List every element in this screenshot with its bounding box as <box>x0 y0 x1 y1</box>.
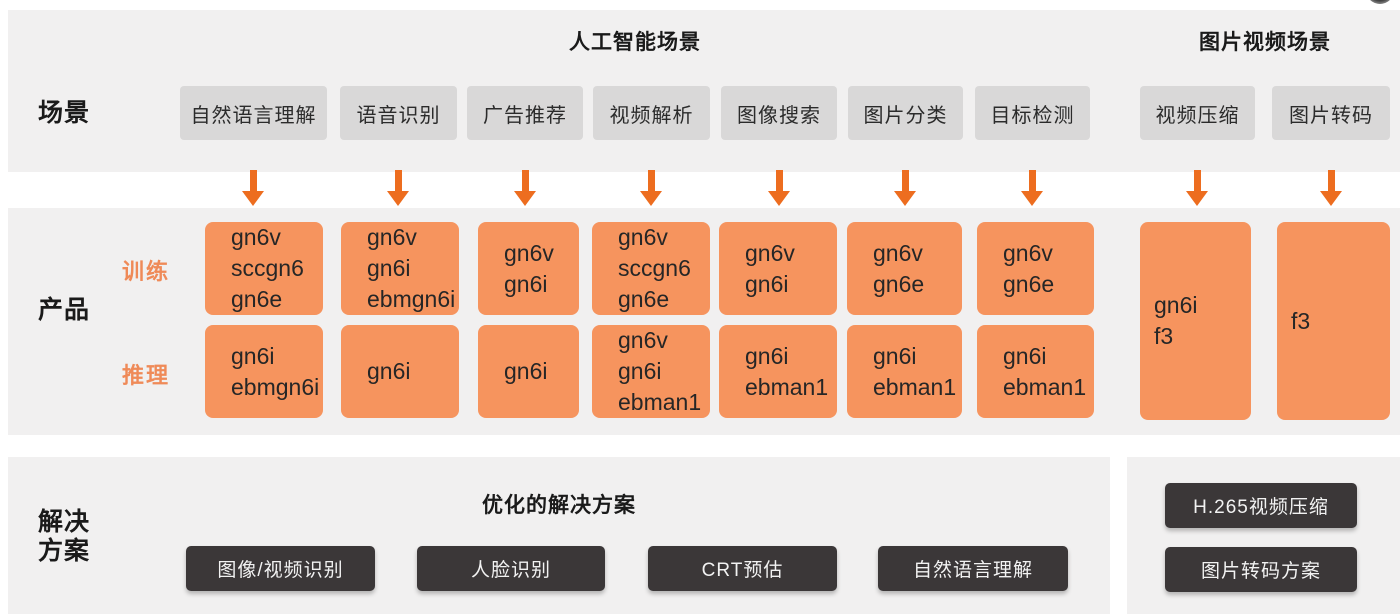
product-box-train: gn6v gn6i <box>478 222 579 315</box>
product-box-infer: gn6i ebman1 <box>847 325 962 418</box>
down-arrow-icon <box>1021 170 1043 206</box>
scene-box-nlp: 自然语言理解 <box>180 86 327 140</box>
down-arrow-icon <box>387 170 409 206</box>
infer-label: 推理 <box>122 363 171 388</box>
scene-row-label: 场景 <box>38 99 91 127</box>
down-arrow-icon <box>640 170 662 206</box>
scene-box-ads: 广告推荐 <box>467 86 583 140</box>
down-arrow-icon <box>242 170 264 206</box>
product-box-infer: gn6i ebmgn6i <box>205 325 323 418</box>
optimized-solutions-header: 优化的解决方案 <box>482 494 636 517</box>
solution-box-face-recog: 人脸识别 <box>417 546 605 591</box>
down-arrow-icon <box>768 170 790 206</box>
product-box-infer: gn6i <box>478 325 579 418</box>
scene-box-image-classify: 图片分类 <box>848 86 963 140</box>
down-arrow-icon <box>1186 170 1208 206</box>
corner-partial-circle-icon <box>1366 0 1394 4</box>
solution-box-nlp: 自然语言理解 <box>878 546 1068 591</box>
down-arrow-icon <box>514 170 536 206</box>
product-box-train: gn6v sccgn6 gn6e <box>205 222 323 315</box>
product-box-train: gn6v gn6i ebmgn6i <box>341 222 459 315</box>
product-box-infer: gn6i ebman1 <box>719 325 837 418</box>
product-box-media: gn6i f3 <box>1140 222 1251 420</box>
product-box-media: f3 <box>1277 222 1390 420</box>
ai-scenes-header: 人工智能场景 <box>569 31 701 54</box>
scene-box-image-transcode: 图片转码 <box>1272 86 1390 140</box>
product-box-train: gn6v gn6i <box>719 222 837 315</box>
train-label: 训练 <box>122 259 171 284</box>
product-box-train: gn6v gn6e <box>977 222 1094 315</box>
product-box-train: gn6v sccgn6 gn6e <box>592 222 710 315</box>
scene-box-speech: 语音识别 <box>340 86 457 140</box>
product-box-infer: gn6i <box>341 325 459 418</box>
product-box-infer: gn6i ebman1 <box>977 325 1094 418</box>
solution-box-image-transcode: 图片转码方案 <box>1165 547 1357 592</box>
scene-box-video-compress: 视频压缩 <box>1140 86 1255 140</box>
media-scenes-header: 图片视频场景 <box>1199 31 1331 54</box>
scene-box-object-detect: 目标检测 <box>975 86 1090 140</box>
down-arrow-icon <box>894 170 916 206</box>
product-box-infer: gn6v gn6i ebman1 <box>592 325 710 418</box>
solution-row-label: 解决 方案 <box>38 508 91 565</box>
product-row-label: 产品 <box>38 296 91 324</box>
solution-box-crt-predict: CRT预估 <box>648 546 837 591</box>
product-box-train: gn6v gn6e <box>847 222 962 315</box>
scene-box-video-analysis: 视频解析 <box>593 86 710 140</box>
solution-box-h265-compress: H.265视频压缩 <box>1165 483 1357 528</box>
scene-box-image-search: 图像搜索 <box>721 86 837 140</box>
down-arrow-icon <box>1320 170 1342 206</box>
solution-box-image-video-recog: 图像/视频识别 <box>186 546 375 591</box>
